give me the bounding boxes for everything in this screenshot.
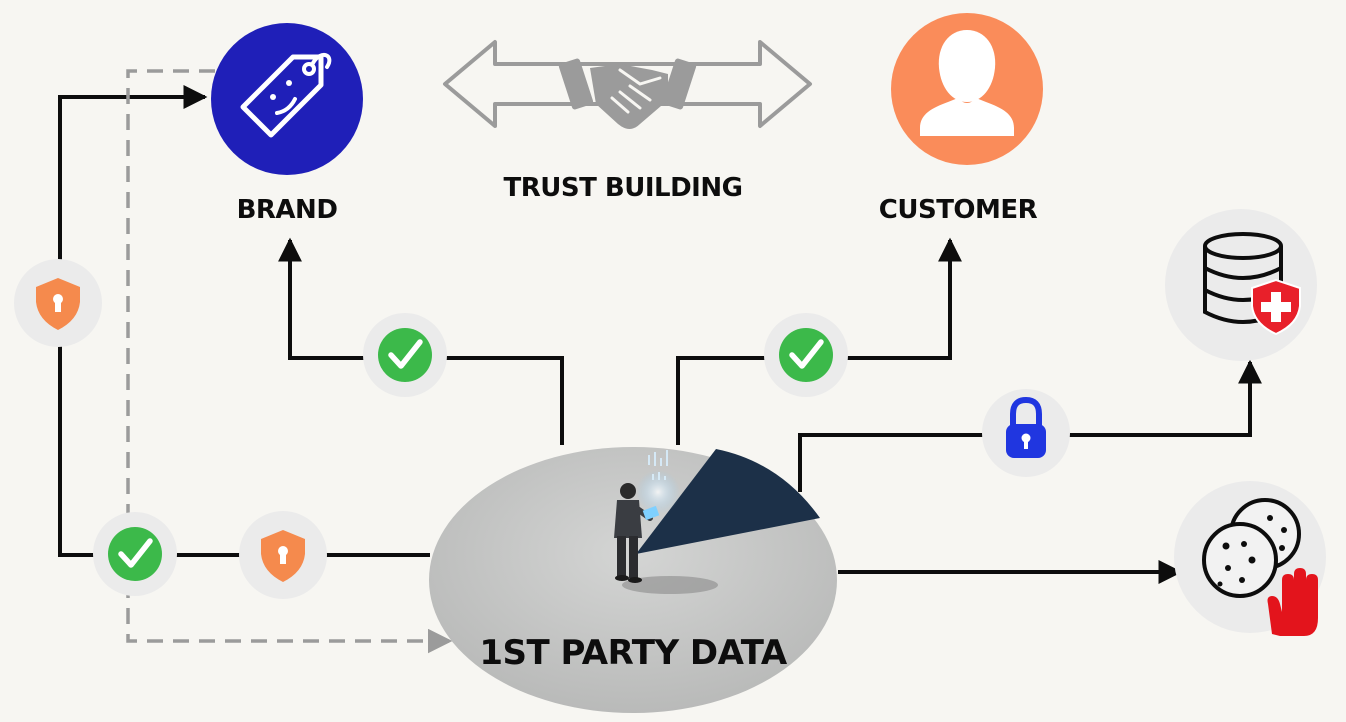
trust-building-node: TRUST BUILDING	[443, 40, 812, 203]
shield-keyhole-icon	[261, 530, 305, 582]
line-data-to-brand-left	[58, 85, 430, 557]
badge-check-brand	[363, 313, 447, 397]
database-shield-icon	[1203, 232, 1301, 336]
badge-lock-database	[982, 389, 1070, 477]
database-node	[1165, 209, 1317, 361]
brand-circle	[211, 23, 363, 175]
stop-hand-icon	[1267, 568, 1318, 636]
checkmark-icon	[108, 527, 162, 581]
checkmark-icon	[378, 328, 432, 382]
first-party-data-node: 1ST PARTY DATA	[429, 447, 837, 713]
cookie-block-icon	[1202, 498, 1318, 636]
padlock-icon	[1006, 396, 1046, 458]
first-party-data-label: 1ST PARTY DATA	[479, 633, 788, 673]
badge-shield-left	[14, 259, 102, 347]
trust-building-label: TRUST BUILDING	[504, 173, 743, 203]
checkmark-icon	[779, 328, 833, 382]
handshake-double-arrow-icon	[443, 40, 812, 129]
brand-label: BRAND	[237, 195, 338, 225]
shield-keyhole-icon	[36, 278, 80, 330]
customer-node: CUSTOMER	[879, 13, 1043, 225]
badge-check-customer	[764, 313, 848, 397]
badge-check-left	[93, 512, 177, 596]
customer-label: CUSTOMER	[879, 195, 1038, 225]
badge-shield-bottom	[239, 511, 327, 599]
cookie-node	[1174, 481, 1326, 636]
person-with-tablet-icon	[614, 483, 718, 594]
user-icon	[920, 30, 1014, 136]
spotlight-wedge	[636, 449, 820, 554]
brand-node: BRAND	[211, 23, 363, 225]
hologram-glow	[636, 450, 680, 514]
dashed-line-brand-to-data	[126, 69, 453, 654]
price-tag-icon	[240, 52, 332, 138]
